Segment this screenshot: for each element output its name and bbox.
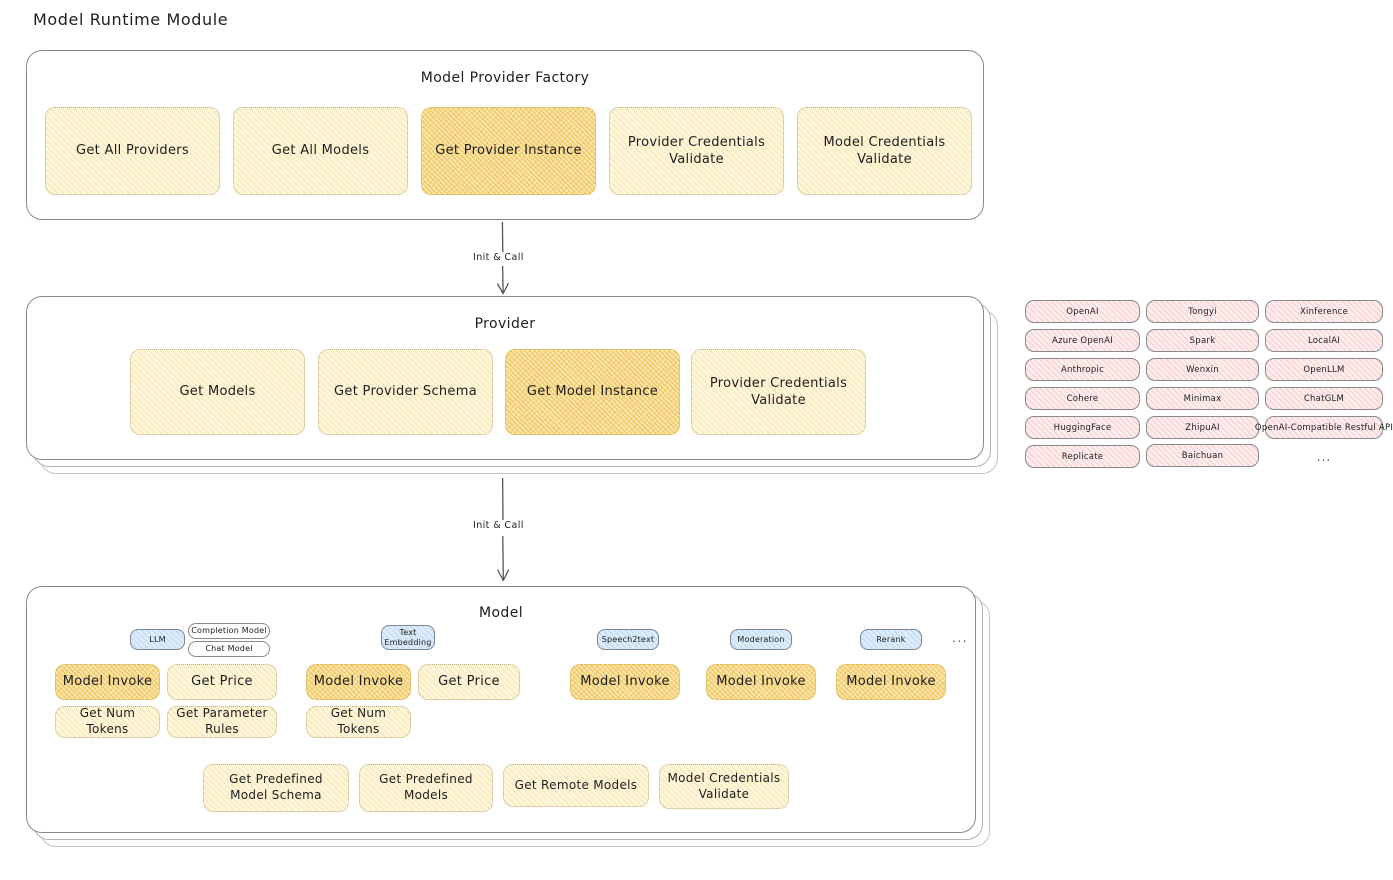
model-node-moderation-model-invoke[interactable]: Model Invoke [706,664,816,700]
provider-chip-zhipuai[interactable]: ZhipuAI [1146,416,1259,439]
provider-chip-xinference[interactable]: Xinference [1265,300,1383,323]
provider-node-provider-credentials-validate[interactable]: Provider Credentials Validate [691,349,866,435]
provider-chip-anthropic[interactable]: Anthropic [1025,358,1140,381]
model-badge-chat-model[interactable]: Chat Model [188,641,270,657]
provider-title: Provider [474,316,536,332]
model-provider-factory-card: Model Provider Factory Get All Providers… [26,50,984,220]
provider-chip-replicate[interactable]: Replicate [1025,445,1140,468]
model-node-text-embedding-get-num-tokens[interactable]: Get Num Tokens [306,706,411,738]
model-node-llm-get-price[interactable]: Get Price [167,664,277,700]
provider-chip-spark[interactable]: Spark [1146,329,1259,352]
model-node-get-remote-models[interactable]: Get Remote Models [503,764,649,807]
provider-chip-huggingface[interactable]: HuggingFace [1025,416,1140,439]
model-groups-ellipsis: ... [952,631,968,645]
model-badge-completion-model[interactable]: Completion Model [188,623,270,639]
arrow-1-label: Init & Call [470,252,527,263]
model-badge-moderation[interactable]: Moderation [730,629,792,650]
model-node-llm-get-parameter-rules[interactable]: Get Parameter Rules [167,706,277,738]
provider-chip-openai-compatible-restful-api[interactable]: OpenAI-Compatible Restful API [1255,416,1393,439]
factory-node-get-all-models[interactable]: Get All Models [233,107,408,195]
model-card: Model LLM Completion Model Chat Model Mo… [26,586,976,833]
provider-chip-cohere[interactable]: Cohere [1025,387,1140,410]
model-badge-text-embedding[interactable]: Text Embedding [381,625,435,650]
factory-node-model-credentials-validate[interactable]: Model Credentials Validate [797,107,972,195]
model-badge-speech2text[interactable]: Speech2text [597,629,659,650]
model-node-llm-get-num-tokens[interactable]: Get Num Tokens [55,706,160,738]
arrow-2-icon [497,477,510,582]
provider-node-get-model-instance[interactable]: Get Model Instance [505,349,680,435]
model-title: Model [478,605,524,621]
model-node-text-embedding-model-invoke[interactable]: Model Invoke [306,664,411,700]
model-node-model-credentials-validate[interactable]: Model Credentials Validate [659,764,789,809]
provider-node-get-provider-schema[interactable]: Get Provider Schema [318,349,493,435]
model-node-text-embedding-get-price[interactable]: Get Price [418,664,520,700]
factory-node-provider-credentials-validate[interactable]: Provider Credentials Validate [609,107,784,195]
provider-list: OpenAI Azure OpenAI Anthropic Cohere Hug… [1025,299,1393,474]
model-node-rerank-model-invoke[interactable]: Model Invoke [836,664,946,700]
provider-chip-localai[interactable]: LocalAI [1265,329,1383,352]
model-provider-factory-title: Model Provider Factory [420,70,590,86]
model-node-get-predefined-models[interactable]: Get Predefined Models [359,764,493,812]
model-badge-llm[interactable]: LLM [130,629,185,650]
provider-chip-minimax[interactable]: Minimax [1146,387,1259,410]
arrow-2-label: Init & Call [470,520,527,531]
provider-chip-tongyi[interactable]: Tongyi [1146,300,1259,323]
model-badge-rerank[interactable]: Rerank [860,629,922,650]
provider-chip-chatglm[interactable]: ChatGLM [1265,387,1383,410]
model-node-llm-model-invoke[interactable]: Model Invoke [55,664,160,700]
arrow-1-icon [496,221,509,295]
arrow-factory-to-provider: Init & Call [468,221,538,300]
provider-chip-wenxin[interactable]: Wenxin [1146,358,1259,381]
provider-chip-baichuan[interactable]: Baichuan [1146,444,1259,467]
provider-chip-azure-openai[interactable]: Azure OpenAI [1025,329,1140,352]
page-title: Model Runtime Module [33,10,229,29]
model-node-speech2text-model-invoke[interactable]: Model Invoke [570,664,680,700]
provider-node-get-models[interactable]: Get Models [130,349,305,435]
provider-card: Provider Get Models Get Provider Schema … [26,296,984,460]
factory-node-get-all-providers[interactable]: Get All Providers [45,107,220,195]
model-node-get-predefined-model-schema[interactable]: Get Predefined Model Schema [203,764,349,812]
factory-node-get-provider-instance[interactable]: Get Provider Instance [421,107,596,195]
provider-chip-more: ... [1316,449,1332,464]
arrow-provider-to-model: Init & Call [468,477,543,588]
provider-chip-openai[interactable]: OpenAI [1025,300,1140,323]
provider-chip-openllm[interactable]: OpenLLM [1265,358,1383,381]
